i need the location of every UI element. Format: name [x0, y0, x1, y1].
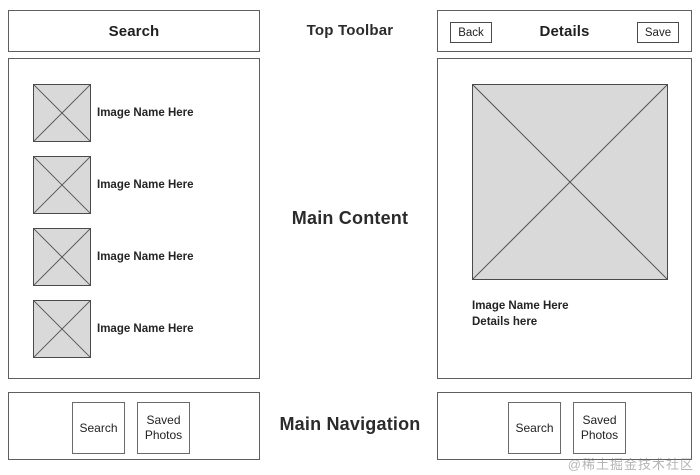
image-placeholder-x-icon: [33, 300, 91, 358]
nav-button-saved-photos[interactable]: Saved Photos: [137, 402, 190, 454]
image-placeholder-x-icon: [472, 84, 668, 280]
right-top-toolbar: Details Back Save: [437, 10, 692, 52]
annotation-top-toolbar: Top Toolbar: [306, 22, 394, 39]
image-placeholder-x-icon: [33, 156, 91, 214]
image-placeholder-x-icon: [33, 84, 91, 142]
nav-button-search[interactable]: Search: [72, 402, 125, 454]
left-main-content-panel: Image Name Here Image Name Here Image Na…: [8, 58, 260, 379]
right-toolbar-title: Details: [539, 22, 590, 40]
list-item-label[interactable]: Image Name Here: [97, 107, 194, 119]
list-item-label[interactable]: Image Name Here: [97, 251, 194, 263]
save-button[interactable]: Save: [637, 22, 679, 43]
annotation-main-navigation: Main Navigation: [279, 414, 421, 434]
left-top-toolbar: Search: [8, 10, 260, 52]
back-button[interactable]: Back: [450, 22, 492, 43]
left-toolbar-title: Search: [108, 22, 160, 40]
right-main-navigation: Search Saved Photos: [437, 392, 692, 460]
left-main-navigation: Search Saved Photos: [8, 392, 260, 460]
list-item-label[interactable]: Image Name Here: [97, 323, 194, 335]
detail-description: Details here: [472, 316, 538, 328]
right-detail-panel: Image Name Here Details here: [437, 58, 692, 379]
annotation-main-content: Main Content: [291, 208, 409, 228]
detail-image-name: Image Name Here: [472, 300, 569, 312]
nav-button-saved-photos[interactable]: Saved Photos: [573, 402, 626, 454]
nav-button-search[interactable]: Search: [508, 402, 561, 454]
image-placeholder-x-icon: [33, 228, 91, 286]
watermark: @稀土掘金技术社区: [567, 457, 694, 472]
list-item-label[interactable]: Image Name Here: [97, 179, 194, 191]
